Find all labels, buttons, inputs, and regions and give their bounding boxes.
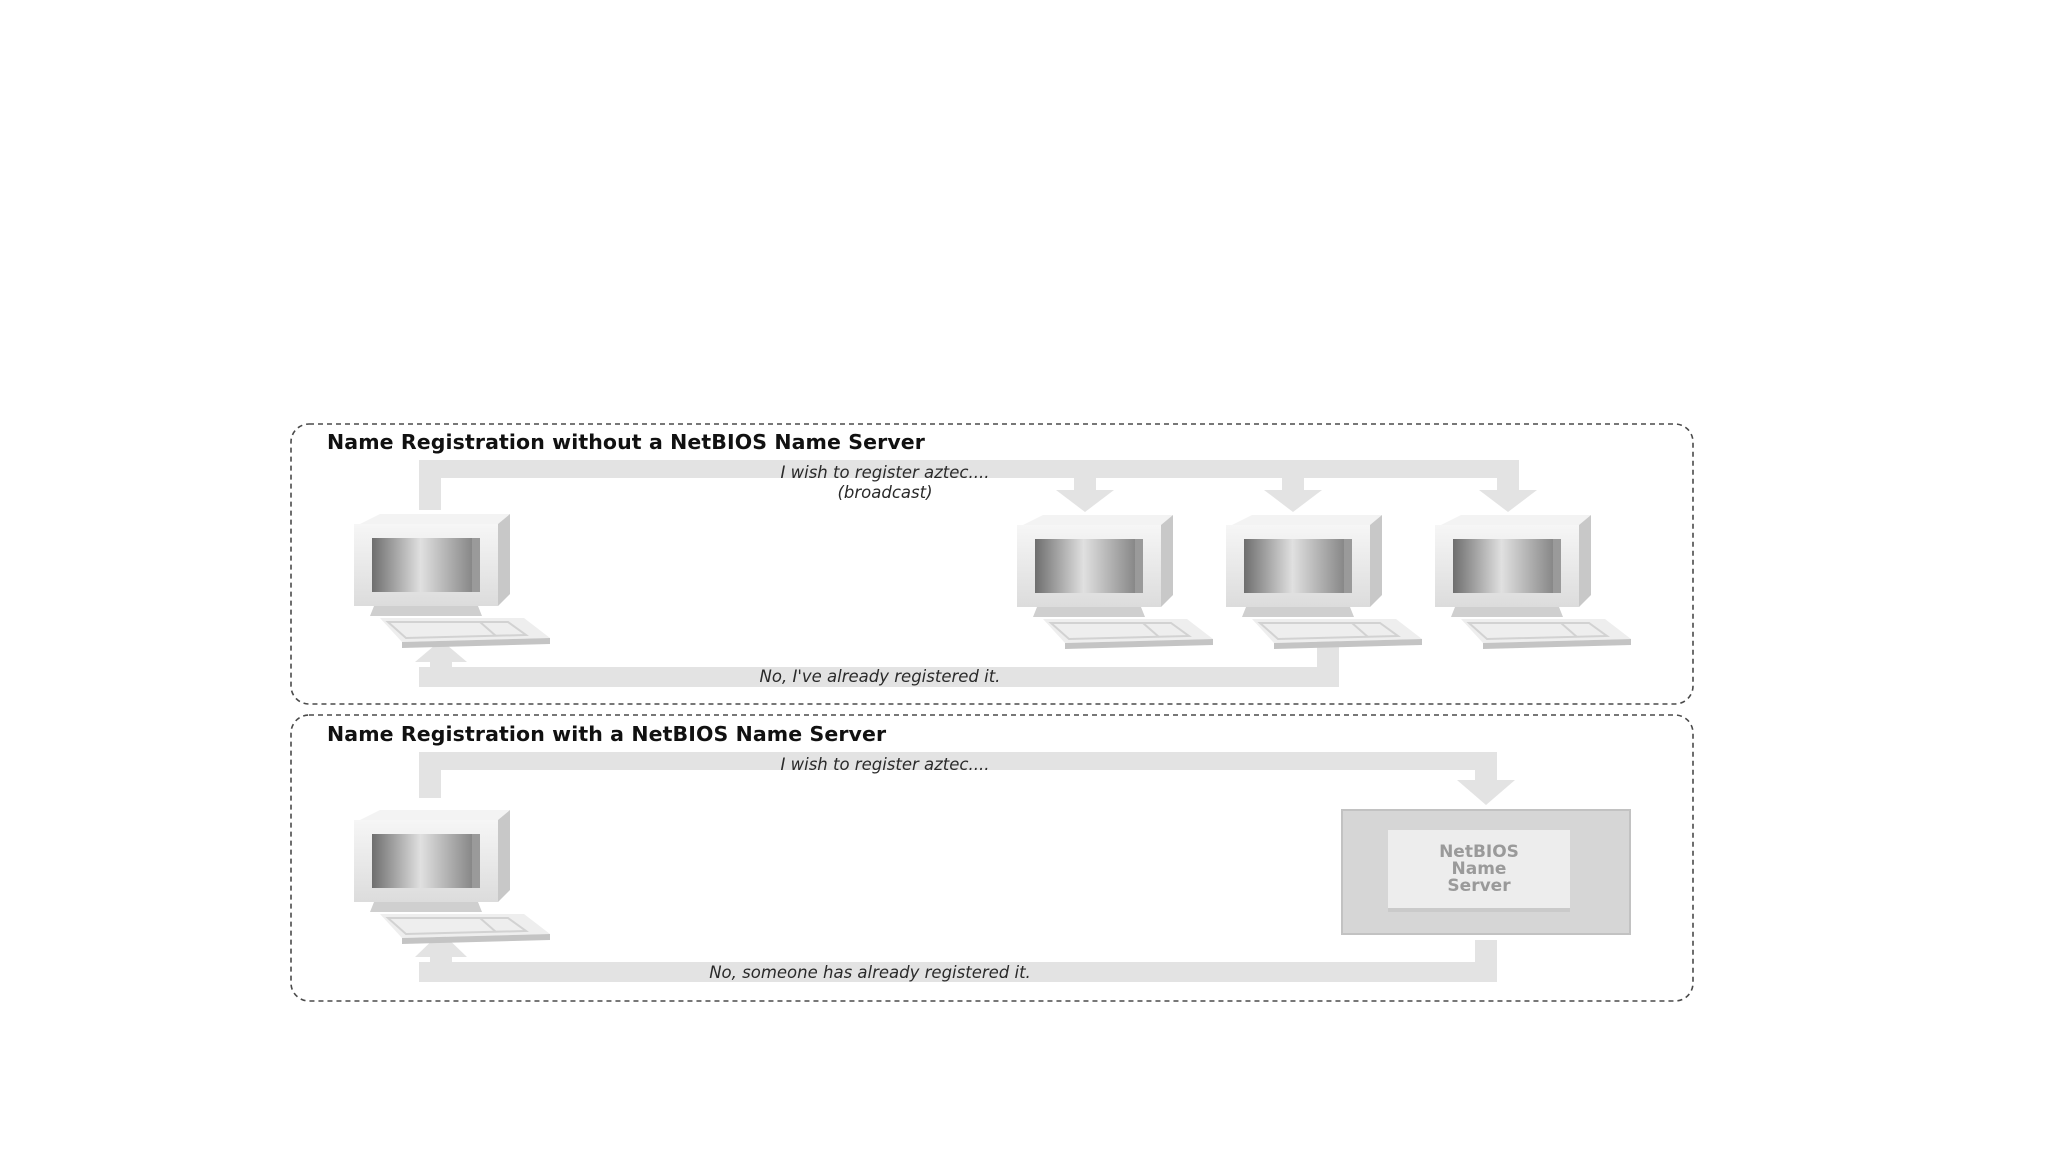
server-label-line: Server	[1447, 876, 1511, 896]
reply-message: No, I've already registered it.	[760, 667, 1001, 686]
server-label-line: NetBIOS	[1439, 842, 1519, 862]
server-label-line: Name	[1452, 859, 1507, 879]
panel-title: Name Registration with a NetBIOS Name Se…	[327, 722, 887, 746]
panel-title: Name Registration without a NetBIOS Name…	[327, 430, 926, 454]
broadcast-request-arrow	[419, 460, 1537, 512]
request-message: I wish to register aztec....	[781, 755, 990, 774]
request-message: I wish to register aztec....	[781, 463, 990, 482]
request-arrow	[419, 752, 1515, 805]
panel-with-server: Name Registration with a NetBIOS Name Se…	[290, 714, 1694, 1002]
reply-arrow	[415, 932, 1497, 982]
panel-without-server: Name Registration without a NetBIOS Name…	[290, 423, 1694, 705]
reply-message: No, someone has already registered it.	[709, 963, 1031, 982]
reply-arrow	[415, 640, 1339, 687]
broadcast-label: (broadcast)	[837, 483, 932, 502]
netbios-name-server: NetBIOS Name Server	[1341, 809, 1631, 935]
